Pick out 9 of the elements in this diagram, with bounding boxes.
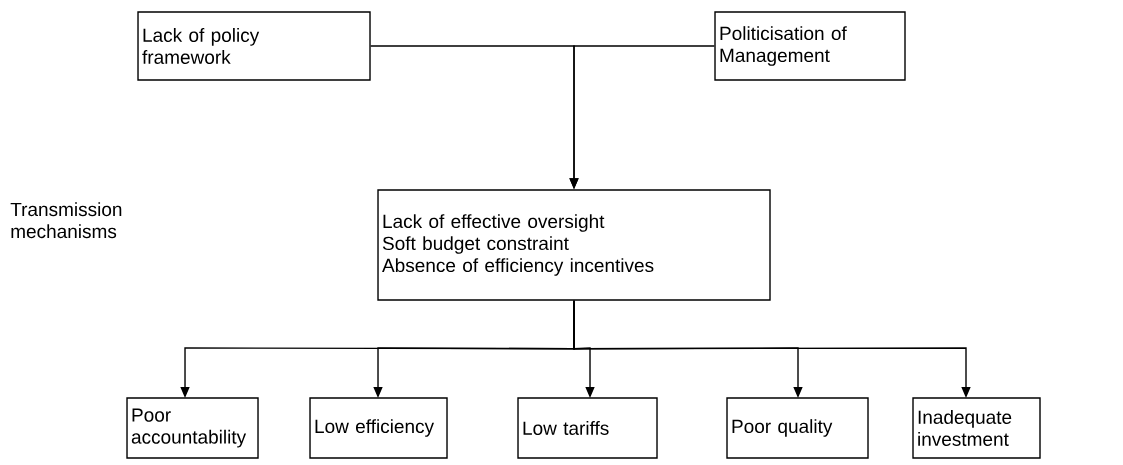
outcome-box: Poor quality bbox=[726, 397, 869, 459]
outcome-box: Inadequate investment bbox=[912, 397, 1041, 459]
outcome-box: Low tariffs bbox=[517, 397, 658, 459]
cause-box: Politicisation of Management bbox=[714, 11, 906, 81]
outcome-box: Poor accountability bbox=[126, 397, 259, 459]
mechanism-box: Lack of effective oversight Soft budget constraint Absence of efficiency incentives bbox=[377, 189, 771, 301]
outcome-box: Low efficiency bbox=[309, 397, 448, 459]
cause-box: Lack of policy framework bbox=[137, 11, 371, 81]
side-label: Transmission mechanisms bbox=[10, 202, 122, 239]
